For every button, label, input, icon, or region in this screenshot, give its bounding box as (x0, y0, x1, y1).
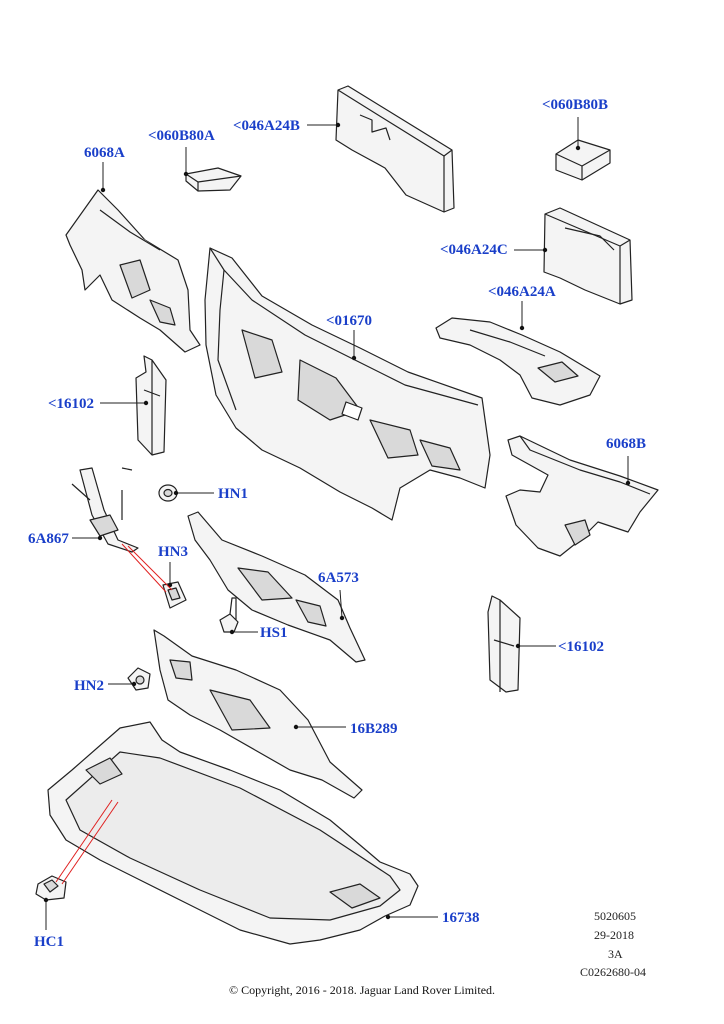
callout-6a867[interactable]: 6A867 (28, 531, 69, 547)
callout-hn1[interactable]: HN1 (218, 486, 248, 502)
callout-16102-left[interactable]: <16102 (48, 396, 95, 412)
part-060b80a-illustration (185, 167, 242, 192)
callout-01670[interactable]: <01670 (326, 313, 373, 329)
part-hn3-illustration (162, 581, 187, 609)
part-hn2-illustration (127, 667, 151, 691)
reference-line-4: C0262680-04 (580, 965, 646, 979)
leader-lines (45, 117, 629, 930)
part-hs1-illustration (219, 597, 239, 633)
callout-hn2[interactable]: HN2 (74, 678, 104, 694)
part-hc1-illustration (35, 875, 67, 901)
reference-line-2: 29-2018 (594, 928, 634, 942)
part-16738-illustration (47, 721, 419, 945)
part-060b80b-illustration (555, 139, 611, 181)
callout-060b80b[interactable]: <060B80B (542, 97, 609, 113)
part-046a24b-illustration (335, 85, 455, 213)
part-6a867-illustration (71, 467, 139, 553)
red-leader-lines (55, 543, 173, 885)
callout-6068a[interactable]: 6068A (84, 145, 125, 161)
reference-line-1: 5020605 (594, 909, 636, 923)
callout-hc1[interactable]: HC1 (34, 934, 64, 950)
part-16b289-illustration (153, 629, 363, 799)
callout-046a24a[interactable]: <046A24A (488, 284, 556, 300)
part-16102-left-illustration (135, 355, 167, 456)
part-046a24c-illustration (543, 207, 633, 305)
callout-hs1[interactable]: HS1 (260, 625, 288, 641)
part-6068a-illustration (65, 189, 201, 353)
part-046a24a-illustration (435, 317, 601, 406)
part-6a573-illustration (187, 511, 366, 663)
callout-6a573[interactable]: 6A573 (318, 570, 359, 586)
callout-hn3[interactable]: HN3 (158, 544, 188, 560)
callout-046a24c[interactable]: <046A24C (440, 242, 508, 258)
reference-line-3: 3A (608, 947, 623, 961)
part-6068b-illustration (505, 435, 659, 557)
part-16102-right-illustration (487, 595, 521, 693)
callout-6068b[interactable]: 6068B (606, 436, 647, 452)
callout-16738[interactable]: 16738 (442, 910, 480, 926)
copyright-notice: © Copyright, 2016 - 2018. Jaguar Land Ro… (228, 983, 496, 997)
callout-16102-right[interactable]: <16102 (558, 639, 605, 655)
callout-046a24b[interactable]: <046A24B (233, 118, 300, 134)
callout-16b289[interactable]: 16B289 (350, 721, 398, 737)
callout-060b80a[interactable]: <060B80A (148, 128, 215, 144)
part-01670-illustration (204, 247, 491, 521)
